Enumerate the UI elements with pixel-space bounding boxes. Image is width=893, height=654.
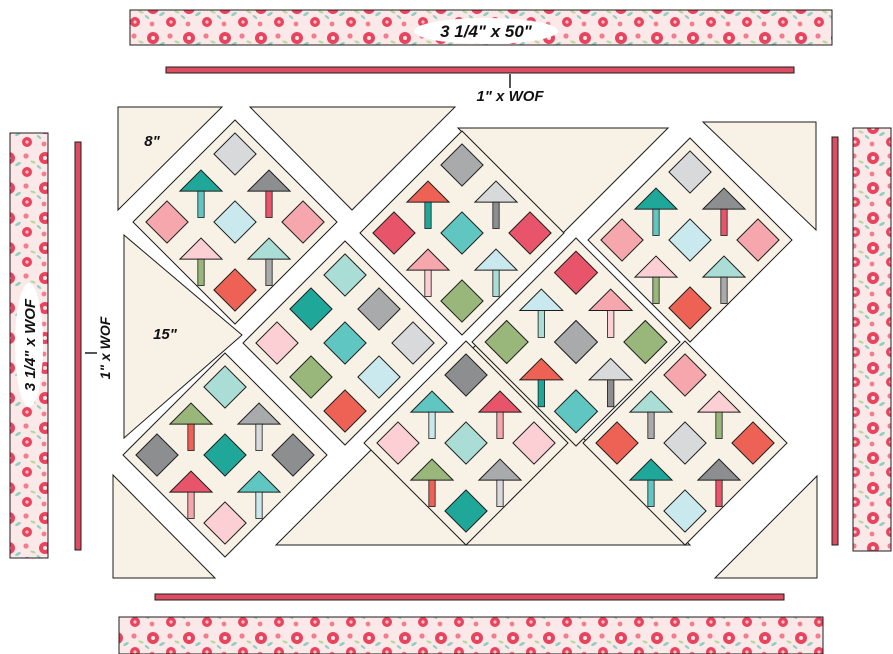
block-upper-center-stem xyxy=(493,202,499,228)
block-lower-left-stem xyxy=(256,424,262,450)
block-lower-center-stem xyxy=(429,480,435,506)
corner-triangle-label: 8" xyxy=(144,133,160,150)
top-sashing-strip xyxy=(166,67,794,73)
block-lower-right-stem xyxy=(648,412,654,438)
left-border-label: 3 1/4" x WOF xyxy=(22,298,39,391)
block-upper-left-stem xyxy=(198,191,204,217)
side-triangle-label: 15" xyxy=(153,326,178,343)
block-center-right-stem xyxy=(607,311,613,338)
block-upper-right-stem xyxy=(721,277,727,303)
block-upper-left-stem xyxy=(266,259,272,285)
block-upper-center-stem xyxy=(425,202,431,228)
block-upper-left-stem xyxy=(266,191,272,217)
block-center-right-stem xyxy=(538,380,544,407)
block-upper-center-stem xyxy=(425,270,431,296)
left-sashing-strip xyxy=(75,142,81,550)
block-lower-center-stem xyxy=(497,412,503,438)
block-lower-right-stem xyxy=(716,480,722,506)
block-upper-left-stem xyxy=(198,259,204,285)
block-upper-right-stem xyxy=(653,209,659,235)
block-lower-right-stem xyxy=(716,412,722,438)
right-floral-border xyxy=(853,128,891,551)
block-lower-center-stem xyxy=(429,412,435,438)
bottom-floral-border xyxy=(119,617,823,654)
top-sashing-label: 1" x WOF xyxy=(476,88,544,105)
left-sashing-label: 1" x WOF xyxy=(97,316,113,379)
block-upper-center-stem xyxy=(493,270,499,296)
top-border-label: 3 1/4" x 50" xyxy=(440,22,533,41)
block-lower-left-stem xyxy=(188,424,194,450)
block-upper-right-stem xyxy=(653,277,659,303)
block-center-right-stem xyxy=(538,311,544,338)
block-lower-left-stem xyxy=(256,492,262,518)
bottom-sashing-strip xyxy=(155,594,784,600)
block-lower-right-stem xyxy=(648,480,654,506)
block-lower-center-stem xyxy=(497,480,503,506)
block-lower-left-stem xyxy=(188,492,194,518)
right-sashing-strip xyxy=(832,137,838,545)
block-center-right-stem xyxy=(607,380,613,407)
block-upper-right-stem xyxy=(721,209,727,235)
